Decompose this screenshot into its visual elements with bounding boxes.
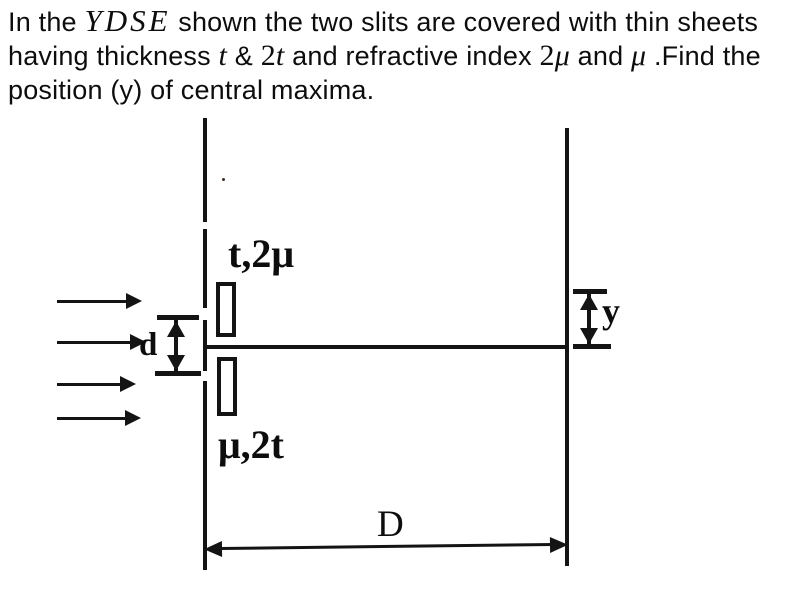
top-sheet-label: t,2μ bbox=[228, 231, 294, 276]
screen-offset-label: y bbox=[602, 291, 620, 331]
problem-text: shown the two slits are covered with thi… bbox=[170, 7, 759, 37]
slit-separation-label: d bbox=[139, 327, 158, 363]
arrowhead-right-icon bbox=[549, 536, 569, 553]
screen-line bbox=[565, 128, 569, 566]
arrowhead-right-icon bbox=[130, 334, 146, 350]
problem-text: In the bbox=[8, 7, 85, 37]
d-arrow-top-cap bbox=[157, 315, 199, 320]
math-term-mu: μ bbox=[554, 39, 570, 72]
math-term-t: t bbox=[275, 39, 285, 72]
incident-ray-arrow bbox=[57, 410, 141, 426]
incident-ray-arrow bbox=[57, 376, 136, 392]
d-arrow-bottom-cap bbox=[155, 371, 201, 376]
math-term-t: t bbox=[218, 39, 228, 72]
y-arrow-bottom-cap bbox=[573, 344, 611, 349]
sheet-bottom-rect bbox=[217, 357, 237, 416]
arrow-shaft bbox=[57, 417, 127, 420]
slit-barrier-segment bbox=[203, 320, 207, 371]
problem-text: and bbox=[569, 41, 632, 71]
y-arrow-top-cap bbox=[573, 289, 607, 294]
arrowhead-down-icon bbox=[580, 328, 598, 344]
problem-text: position (y) of central maxima. bbox=[8, 75, 375, 105]
problem-text: and refractive index bbox=[284, 41, 540, 71]
bottom-sheet-label: μ,2t bbox=[218, 422, 284, 467]
slit-barrier-segment bbox=[203, 118, 207, 222]
screen-distance-label: D bbox=[377, 504, 404, 545]
optical-axis-line bbox=[207, 345, 566, 349]
arrowhead-down-icon bbox=[167, 355, 185, 371]
math-term-2: 2 bbox=[260, 39, 276, 72]
y-arrow-shaft bbox=[587, 293, 591, 344]
problem-statement: In the YDSE shown the two slits are cove… bbox=[8, 4, 768, 107]
d-arrow-shaft bbox=[174, 320, 178, 371]
sheet-top-rect bbox=[216, 282, 236, 337]
incident-ray-arrow bbox=[57, 293, 142, 309]
arrow-shaft bbox=[219, 542, 554, 551]
math-term-mu: μ bbox=[631, 39, 647, 72]
arrow-shaft bbox=[57, 383, 122, 386]
arrowhead-right-icon bbox=[120, 376, 136, 392]
arrowhead-up-icon bbox=[167, 321, 185, 337]
scan-speck bbox=[222, 178, 225, 181]
problem-text: .Find the bbox=[646, 41, 761, 71]
problem-text: & bbox=[227, 41, 261, 71]
problem-text: having thickness bbox=[8, 41, 219, 71]
arrowhead-right-icon bbox=[126, 293, 142, 309]
math-term-ydse: YDSE bbox=[84, 3, 171, 38]
arrow-shaft bbox=[57, 341, 132, 344]
slit-barrier-segment bbox=[203, 229, 207, 308]
math-term-2: 2 bbox=[539, 39, 555, 72]
arrow-shaft bbox=[57, 300, 128, 303]
screen-distance-arrow bbox=[203, 535, 569, 559]
arrowhead-right-icon bbox=[125, 410, 141, 426]
slit-barrier-segment bbox=[203, 381, 207, 570]
incident-ray-arrow bbox=[57, 334, 146, 350]
arrowhead-up-icon bbox=[580, 294, 598, 310]
